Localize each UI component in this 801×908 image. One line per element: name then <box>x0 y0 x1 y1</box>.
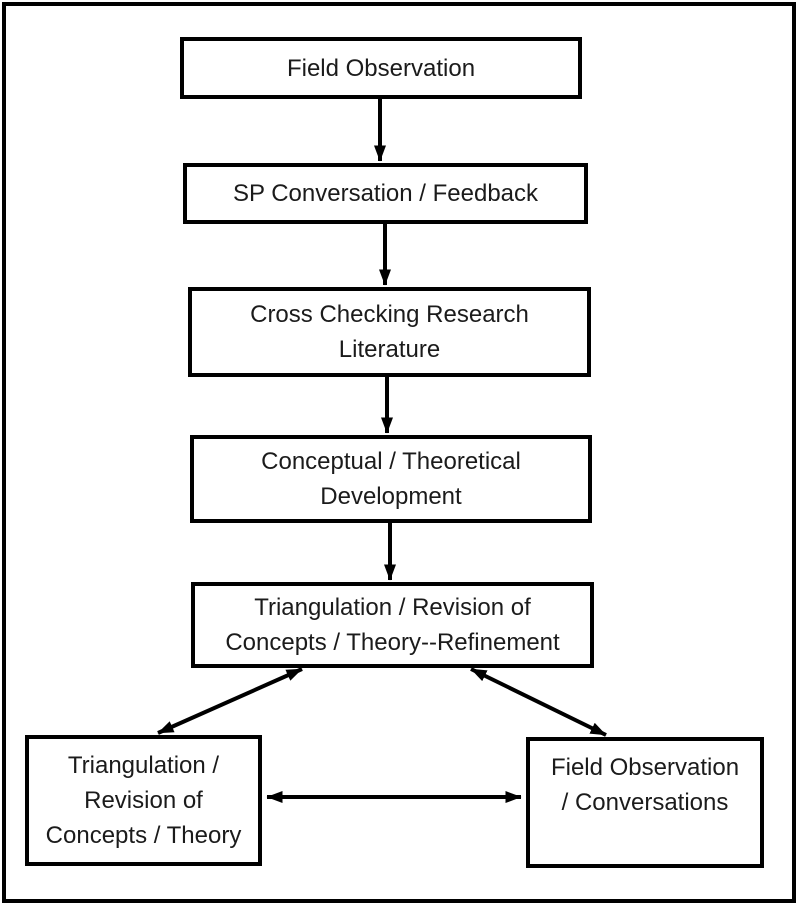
box-field-observation-conversations: Field Observation / Conversations <box>526 737 764 868</box>
box-label: Triangulation / Revision of Concepts / T… <box>45 752 242 849</box>
box-conceptual-theoretical-development: Conceptual / Theoretical Development <box>190 435 592 523</box>
box-label: Field Observation <box>286 54 476 82</box>
box-field-observation: Field Observation <box>180 37 582 99</box>
box-sp-conversation-feedback: SP Conversation / Feedback <box>183 163 588 224</box>
box-label: Triangulation / Revision of Concepts / T… <box>225 594 560 656</box>
box-label: Field Observation / Conversations <box>550 754 740 816</box>
box-triangulation-revision-refinement: Triangulation / Revision of Concepts / T… <box>191 582 594 668</box>
box-triangulation-revision-concepts-theory: Triangulation / Revision of Concepts / T… <box>25 735 262 866</box>
box-label: Conceptual / Theoretical Development <box>261 448 521 510</box>
box-label: SP Conversation / Feedback <box>232 180 539 207</box>
box-cross-checking-research-literature: Cross Checking Research Literature <box>188 287 591 377</box>
box-label: Cross Checking Research Literature <box>250 301 529 363</box>
